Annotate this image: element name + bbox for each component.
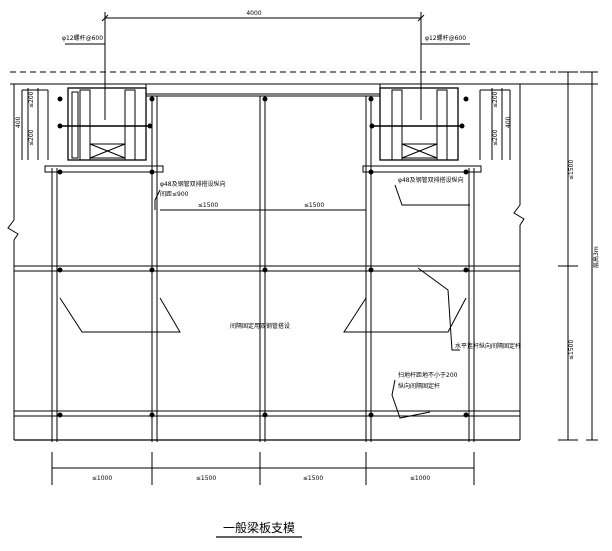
bottom-dim-4: ≤1000 bbox=[410, 475, 430, 482]
bottom-dimension bbox=[51, 452, 475, 485]
beam-dim-right-3: ≤200 bbox=[492, 129, 499, 146]
sweep-bar-note-1: 扫地杆距地不小于200 bbox=[398, 371, 458, 379]
pipe-note-left-1: φ48及钢管双排搭设纵向 bbox=[160, 180, 226, 188]
beam-dim-left-1: ≤200 bbox=[28, 91, 35, 108]
dim-right-lower: ≤1500 bbox=[568, 340, 575, 360]
bracing-leaders bbox=[59, 184, 470, 419]
beam-dim-right-2: 400 bbox=[505, 116, 512, 128]
pipe-note-right: φ48及钢管双排搭设纵向 bbox=[398, 176, 464, 184]
beam-right bbox=[362, 87, 482, 173]
horizontal-bar-note: 水平连杆纵向间隔固定杆 bbox=[455, 342, 521, 350]
sweep-bar-note-2: 纵向间隔固定杆 bbox=[398, 382, 440, 390]
dim-right-upper: ≤1500 bbox=[568, 160, 575, 180]
beam-left bbox=[44, 87, 164, 173]
column-left bbox=[7, 84, 49, 440]
span-mid-right: ≤1500 bbox=[304, 202, 324, 209]
bottom-dim-2: ≤1500 bbox=[196, 475, 216, 482]
bottom-dim-1: ≤1000 bbox=[92, 475, 112, 482]
bottom-dim-3: ≤1500 bbox=[303, 475, 323, 482]
beam-dim-right-1: ≤200 bbox=[492, 91, 499, 108]
beam-dim-left-2: 400 bbox=[15, 116, 22, 128]
bolt-leader-left bbox=[65, 43, 106, 120]
slab-formwork bbox=[145, 83, 381, 95]
beam-dims-right-lines bbox=[491, 88, 503, 160]
top-dimension bbox=[101, 12, 425, 44]
clamps bbox=[57, 96, 469, 418]
bracing-note: 间隔固定用双钢管搭设 bbox=[230, 322, 290, 330]
bolt-leader-right bbox=[420, 43, 470, 120]
bolt-label-left: φ12螺杆@600 bbox=[62, 34, 103, 42]
column-right bbox=[479, 84, 525, 440]
pipe-note-left-2: 间距≤900 bbox=[160, 190, 189, 198]
span-mid-left: ≤1500 bbox=[198, 202, 218, 209]
dim-right-total: 层高3m bbox=[592, 246, 600, 268]
drawing-title: 一般梁板支模 bbox=[223, 520, 295, 535]
dim-top-overall: 4000 bbox=[246, 10, 261, 17]
beam-dims-left-lines bbox=[27, 88, 39, 160]
right-dimension bbox=[558, 71, 598, 441]
beam-dim-left-3: ≤200 bbox=[28, 129, 35, 146]
bolt-label-right: φ12螺杆@600 bbox=[425, 34, 466, 42]
